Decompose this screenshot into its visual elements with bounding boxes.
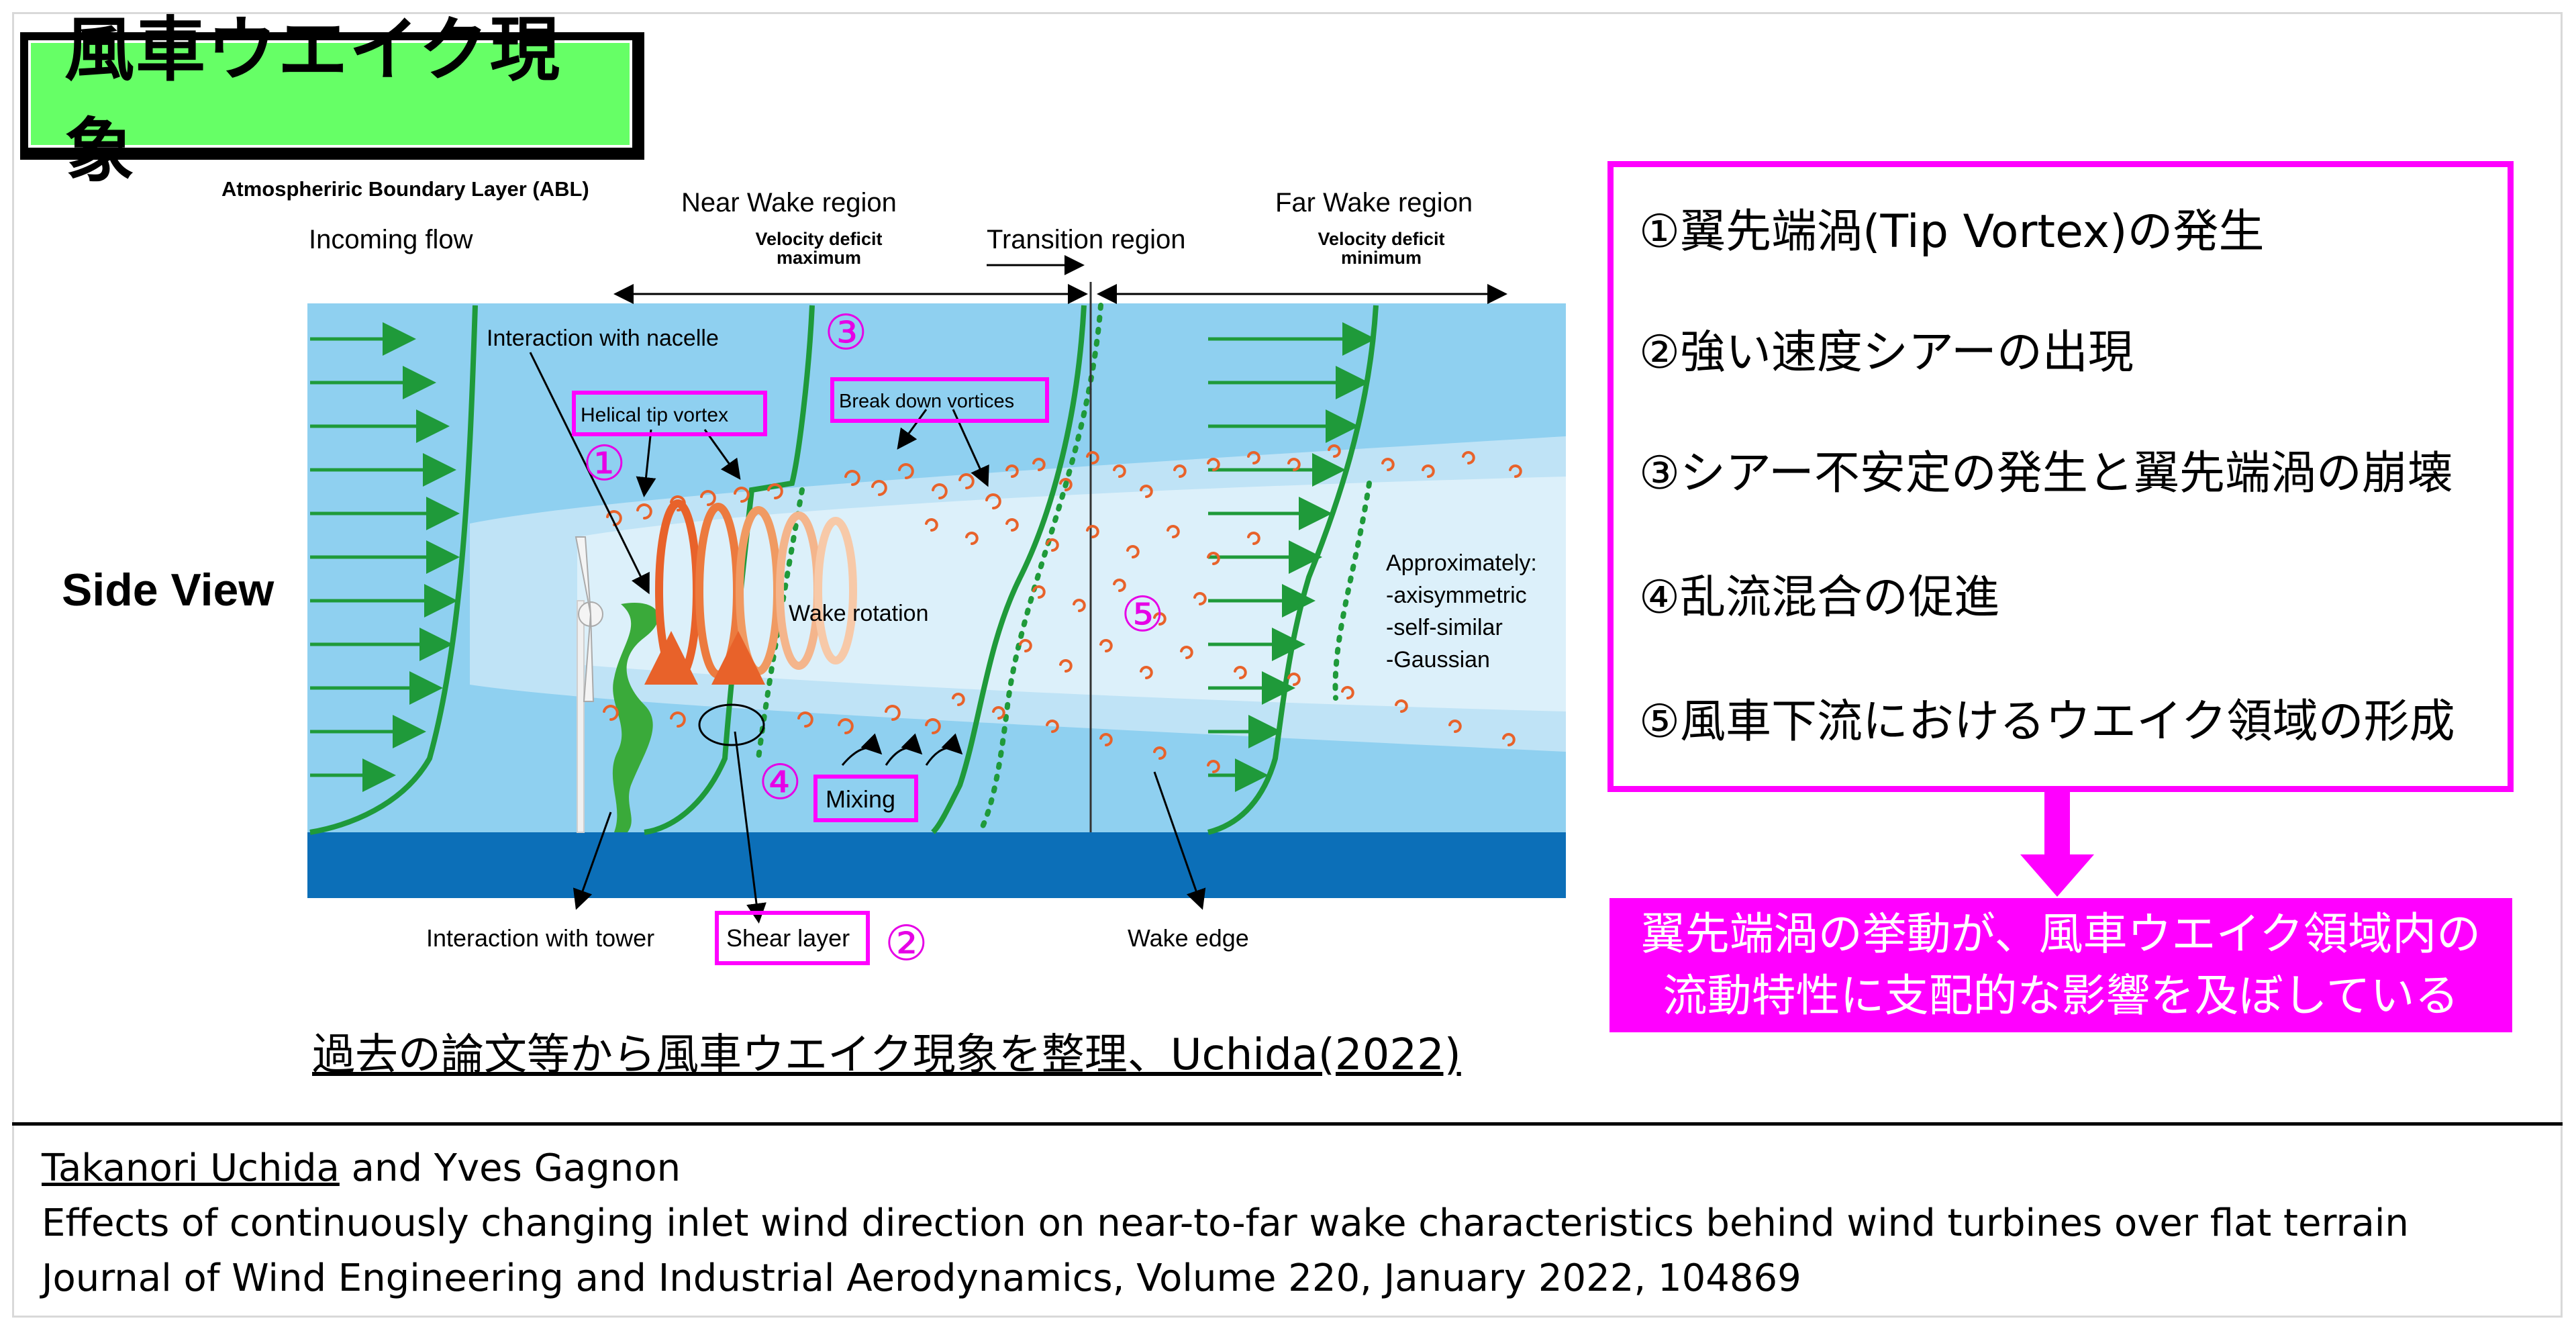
transition-profile (931, 305, 1087, 834)
turbine-blade-down (583, 613, 595, 702)
reference-divider (12, 1122, 2563, 1126)
approx-line4: -Gaussian (1386, 647, 1490, 673)
reference-author-rest: and Yves Gagnon (339, 1146, 681, 1190)
vortex-particles (603, 444, 1522, 773)
incoming-flow-arrows (310, 322, 460, 792)
near-wake-label: Near Wake region (681, 188, 897, 217)
wake-rotation-label: Wake rotation (789, 601, 929, 626)
far-wake-sub1: Velocity deficit (1318, 229, 1444, 249)
far-wake-arrows (1208, 322, 1376, 792)
reference-authors: Takanori Uchida and Yves Gagnon (42, 1146, 681, 1190)
reference-author-link[interactable]: Takanori Uchida (42, 1146, 340, 1190)
far-wake-profile (1207, 305, 1379, 835)
approx-line2: -axisymmetric (1386, 583, 1527, 608)
interaction-nacelle-label: Interaction with nacelle (487, 326, 719, 351)
ground (307, 832, 1566, 898)
helical-tip-vortex-box (572, 391, 767, 436)
conclusion-line2: 流動特性に支配的な影響を及ぼしている (1663, 970, 2459, 1022)
phenomena-list-box: ①翼先端渦(Tip Vortex)の発生 ②強い速度シアーの出現 ③シアー不安定… (1607, 161, 2514, 792)
marker-5: ⑤ (1121, 586, 1165, 642)
shear-layer-circle (698, 703, 765, 746)
wake-edge-label: Wake edge (1128, 924, 1249, 952)
nacelle-wake-twist (612, 603, 659, 832)
turbine-blade-up (575, 536, 591, 615)
phenomenon-1: ①翼先端渦(Tip Vortex)の発生 (1639, 205, 2265, 258)
far-wake-sub2: minimum (1341, 248, 1422, 268)
title-banner-inner: 風車ウエイク現象 (28, 9, 632, 192)
reference-paper-title: Effects of continuously changing inlet w… (42, 1201, 2409, 1245)
wake-rotation-arrows (644, 631, 765, 685)
turbine-tower (577, 600, 585, 833)
transition-label: Transition region (987, 225, 1185, 254)
transition-dotted (977, 303, 1103, 835)
approx-line1: Approximately: (1386, 550, 1537, 576)
figure-caption: 過去の論文等から風車ウエイク現象を整理、Uchida(2022) (312, 1030, 1461, 1080)
marker-3: ③ (824, 304, 868, 360)
helical-tip-vortex-label: Helical tip vortex (581, 404, 728, 426)
phenomenon-2: ②強い速度シアーの出現 (1639, 326, 2134, 379)
slide-title: 風車ウエイク現象 (64, 9, 561, 192)
down-arrow-icon (2020, 791, 2094, 897)
near-wake-sub1: Velocity deficit (755, 229, 882, 249)
break-down-vortices-box (830, 377, 1049, 423)
phenomenon-5: ⑤風車下流におけるウエイク領域の形成 (1639, 695, 2455, 748)
marker-2: ② (885, 915, 928, 971)
region-arrows (613, 255, 1507, 304)
inflow-profile (309, 305, 478, 835)
shear-layer-label: Shear layer (726, 924, 850, 952)
shear-layer-box (715, 911, 870, 965)
conclusion-line1: 翼先端渦の挙動が、風車ウエイク領域内の (1640, 908, 2481, 960)
marker-4: ④ (758, 754, 802, 810)
break-down-vortices-label: Break down vortices (839, 391, 1014, 412)
mixing-box (813, 775, 918, 822)
far-wake-dotted (1332, 481, 1372, 701)
incoming-flow-label: Incoming flow (309, 225, 473, 254)
interaction-tower-label: Interaction with tower (426, 924, 654, 952)
title-banner: 風車ウエイク現象 (20, 9, 644, 192)
marker-1: ① (583, 435, 626, 491)
slide-frame (12, 12, 2563, 1318)
phenomenon-3: ③シアー不安定の発生と翼先端渦の崩壊 (1639, 447, 2453, 500)
side-view-label: Side View (62, 564, 275, 615)
approx-line3: -self-similar (1386, 615, 1503, 640)
mixing-label: Mixing (826, 785, 895, 813)
conclusion-box: 翼先端渦の挙動が、風車ウエイク領域内の 流動特性に支配的な影響を及ぼしている (1609, 898, 2512, 1032)
phenomenon-4: ④乱流混合の促進 (1639, 571, 1999, 624)
near-wake-sub2: maximum (777, 248, 861, 268)
reference-journal: Journal of Wind Engineering and Industri… (42, 1256, 1801, 1300)
abl-label: Atmospheriric Boundary Layer (ABL) (221, 177, 589, 201)
far-wake-label: Far Wake region (1275, 188, 1473, 217)
